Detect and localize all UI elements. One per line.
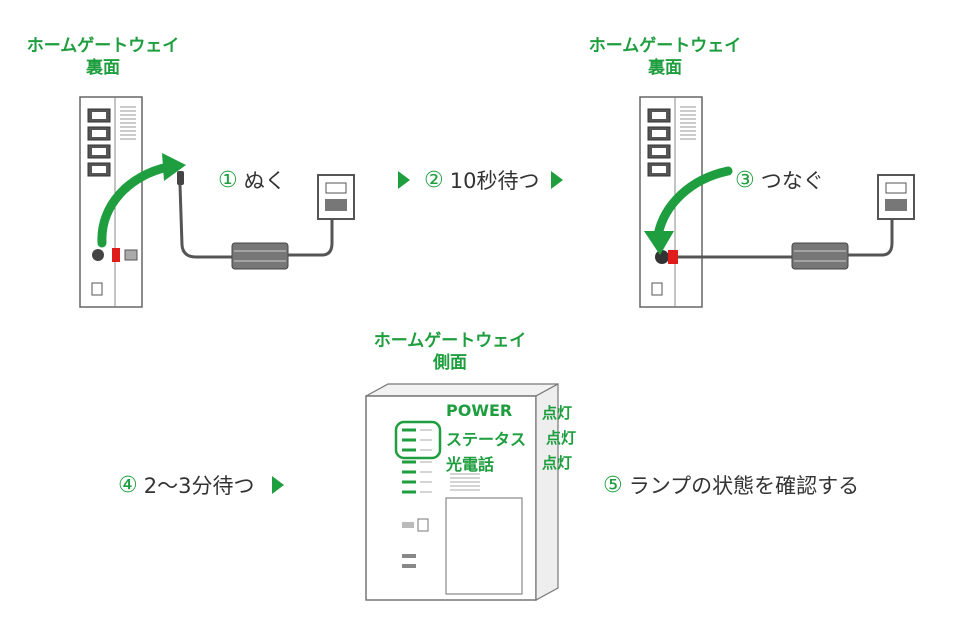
arrow-right-icon <box>551 171 564 189</box>
left-device-title-line1: ホームゲートウェイ <box>26 36 180 56</box>
lamp-state-phone: 点灯 <box>542 454 573 472</box>
arrow-right-icon <box>398 171 410 189</box>
step-4-number: ④ <box>118 472 138 498</box>
side-device-title-line2: 側面 <box>433 353 467 373</box>
side-device-title: ホームゲートウェイ 側面 <box>355 330 545 374</box>
step-3-label: つなぐ <box>760 169 824 193</box>
lamp-state-power: 点灯 <box>542 404 573 422</box>
step-3-number: ③ <box>735 167 755 193</box>
step-3-connect: ③ つなぐ <box>735 165 824 195</box>
step-2-wait: ② 10秒待つ <box>398 165 564 195</box>
step-4-wait: ④ 2〜3分待つ <box>118 470 285 500</box>
step-5-number: ⑤ <box>603 472 623 498</box>
lamp-name-power: POWER <box>446 401 513 420</box>
side-device-illustration <box>365 382 559 602</box>
left-device-title-line2: 裏面 <box>86 58 120 78</box>
right-device-title: ホームゲートウェイ 裏面 <box>580 35 750 79</box>
right-device-back-illustration <box>639 96 915 308</box>
arrow-right-icon <box>272 476 285 494</box>
right-device-title-line2: 裏面 <box>648 58 682 78</box>
step-2-number: ② <box>424 167 444 193</box>
step-2-label: 10秒待つ <box>449 169 540 193</box>
step-1-number: ① <box>218 167 238 193</box>
step-5-label: ランプの状態を確認する <box>628 474 860 498</box>
lamp-state-status: 点灯 <box>546 429 577 447</box>
step-1-label: ぬく <box>243 169 286 193</box>
step-4-label: 2〜3分待つ <box>143 474 255 498</box>
left-device-back-illustration <box>79 96 355 308</box>
left-device-title: ホームゲートウェイ 裏面 <box>18 35 188 79</box>
step-1-unplug: ① ぬく <box>218 165 286 195</box>
side-device-title-line1: ホームゲートウェイ <box>373 331 527 351</box>
lamp-name-phone: 光電話 <box>446 455 495 474</box>
lamp-name-status: ステータス <box>446 430 527 449</box>
step-5-check-lamps: ⑤ ランプの状態を確認する <box>603 470 859 500</box>
right-device-title-line1: ホームゲートウェイ <box>588 36 742 56</box>
